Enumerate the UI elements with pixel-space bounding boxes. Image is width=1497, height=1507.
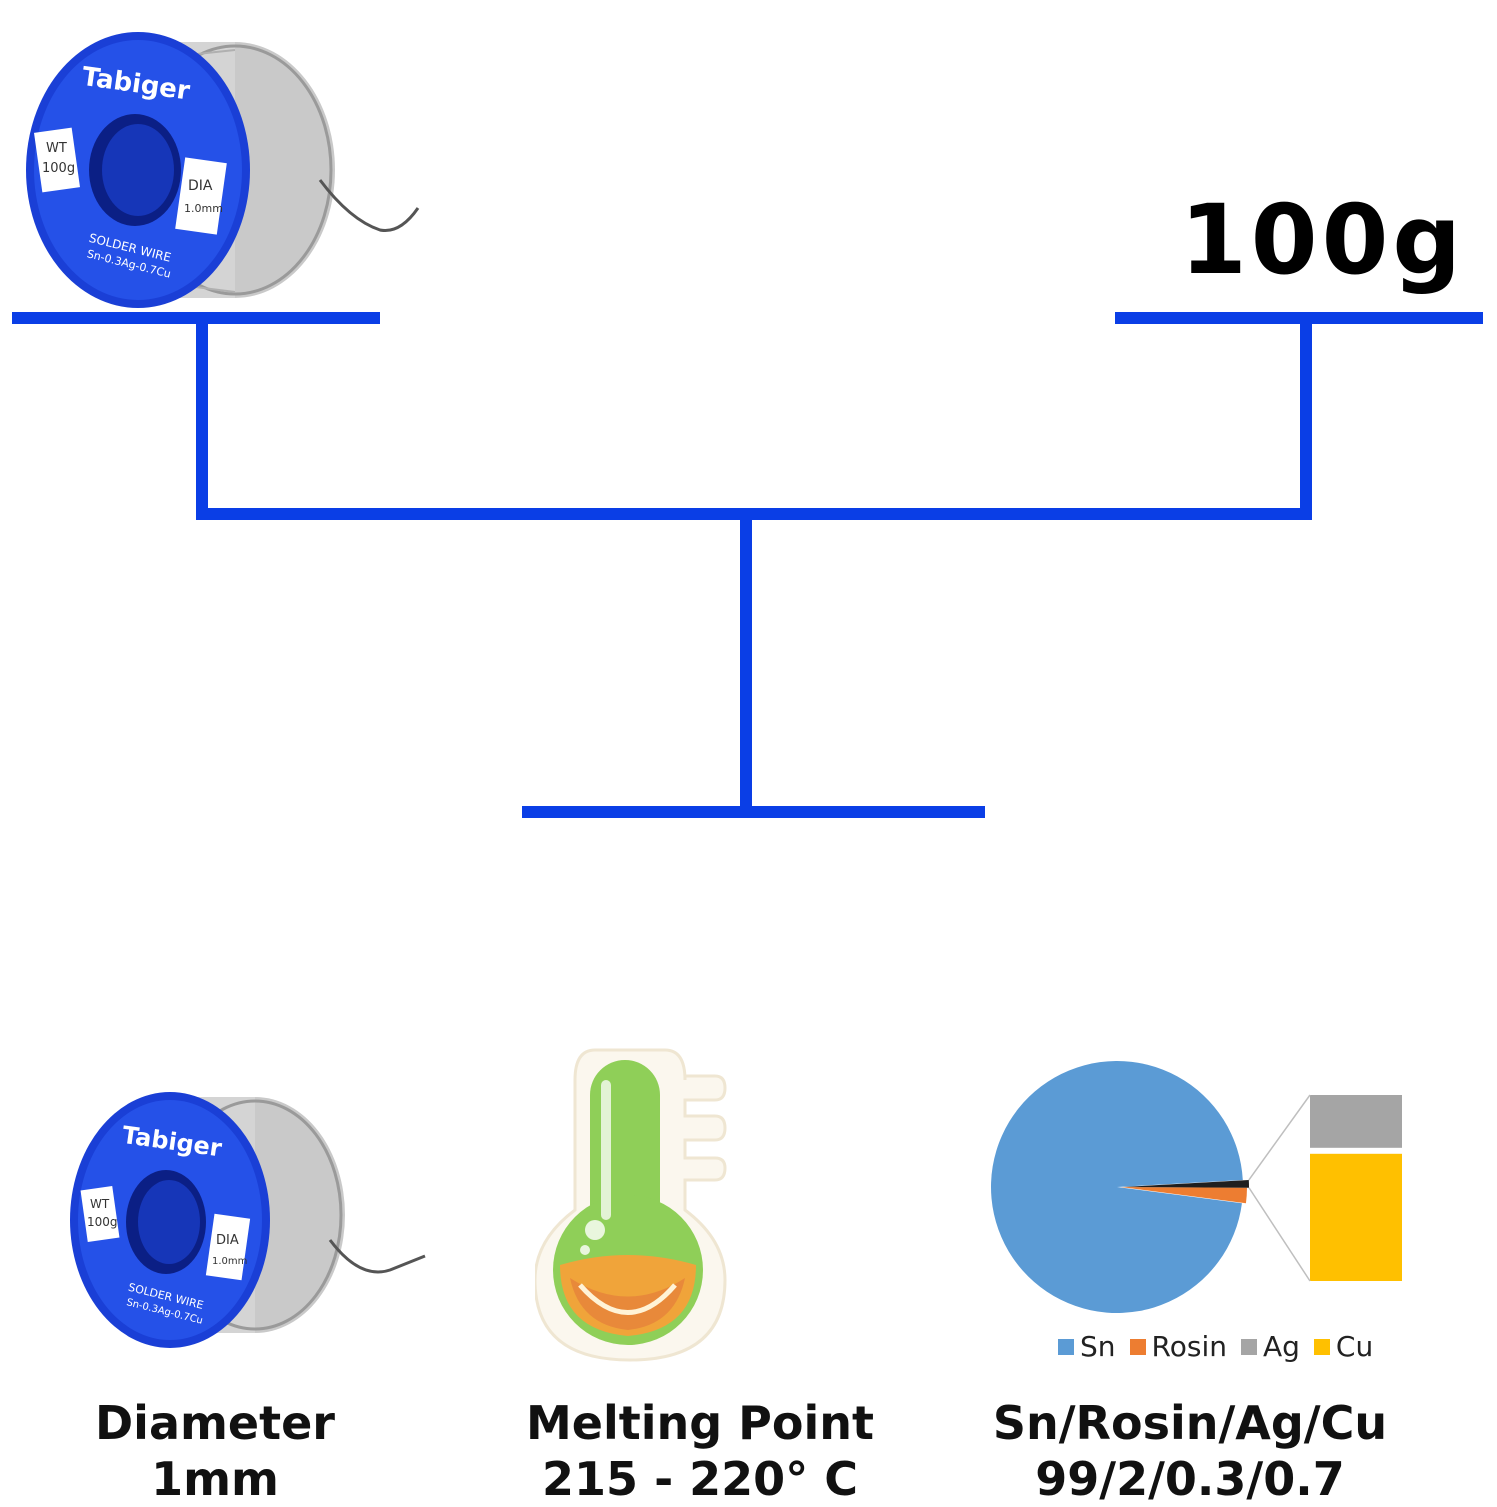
- feature-diameter: Diameter 1mm: [70, 1395, 360, 1507]
- feature-composition-title: Sn/Rosin/Ag/Cu: [992, 1396, 1388, 1450]
- legend-swatch: [1240, 1338, 1257, 1355]
- bar-segment-ag: [1310, 1095, 1402, 1148]
- svg-text:DIA: DIA: [216, 1233, 239, 1248]
- svg-text:100g: 100g: [87, 1215, 118, 1229]
- feature-composition: Sn/Rosin/Ag/Cu 99/2/0.3/0.7: [990, 1395, 1390, 1507]
- top-solder-spool-icon: Tabiger WT 100g DIA 1.0mm SOLDER WIRE Sn…: [26, 32, 420, 308]
- legend-swatch: [1058, 1338, 1074, 1355]
- legend-item: Rosin: [1124, 1330, 1227, 1363]
- legend-label: Rosin: [1151, 1330, 1227, 1363]
- svg-text:1.0mm: 1.0mm: [212, 1256, 247, 1267]
- bar-segment-cu: [1310, 1153, 1402, 1281]
- thermometer-icon: [535, 1048, 727, 1362]
- legend-item: Cu: [1308, 1330, 1373, 1363]
- feature-melting-title: Melting Point: [525, 1396, 874, 1450]
- feature-melting-point: Melting Point 215 - 220° C: [520, 1395, 880, 1507]
- svg-text:1.0mm: 1.0mm: [184, 202, 223, 215]
- stand: [740, 514, 752, 814]
- right-arm: [1300, 318, 1312, 518]
- legend-label: Sn: [1080, 1330, 1116, 1363]
- pie-slice-rosin: [1121, 1187, 1247, 1204]
- pie-legend: Sn Rosin Ag Cu: [1052, 1330, 1373, 1363]
- connector-line: [1248, 1094, 1311, 1181]
- legend-item: Sn: [1052, 1330, 1116, 1363]
- weight-label: 100g: [1180, 184, 1466, 296]
- pie-slice-other: [1123, 1180, 1249, 1188]
- left-arm: [196, 318, 208, 518]
- svg-text:DIA: DIA: [188, 178, 213, 194]
- composition-pie-icon: [991, 1061, 1402, 1313]
- svg-text:WT: WT: [46, 141, 67, 156]
- connector-line: [1248, 1187, 1311, 1282]
- legend-label: Cu: [1335, 1330, 1374, 1363]
- legend-swatch: [1129, 1338, 1146, 1355]
- pie-slice-sn: [991, 1061, 1243, 1313]
- svg-text:WT: WT: [90, 1197, 110, 1211]
- base: [522, 806, 985, 818]
- solder-spool-icon: Tabiger WT 100g DIA 1.0mm SOLDER WIRE Sn…: [70, 1092, 426, 1348]
- legend-label: Ag: [1262, 1330, 1300, 1363]
- right-pan: [1115, 312, 1483, 324]
- feature-melting-value: 215 - 220° C: [542, 1452, 858, 1507]
- feature-diameter-value: 1mm: [151, 1452, 279, 1507]
- beam: [196, 508, 1312, 520]
- svg-text:100g: 100g: [42, 161, 75, 176]
- legend-swatch: [1313, 1338, 1330, 1355]
- feature-composition-value: 99/2/0.3/0.7: [1035, 1452, 1345, 1507]
- feature-diameter-title: Diameter: [95, 1396, 335, 1450]
- legend-item: Ag: [1235, 1330, 1300, 1363]
